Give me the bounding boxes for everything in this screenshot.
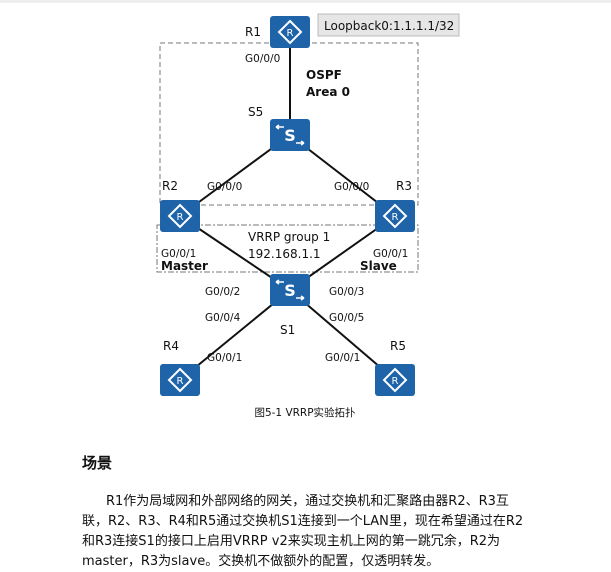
port-label: G0/0/0 (245, 53, 280, 65)
section-paragraph: R1作为局域网和外部网络的网关，通过交换机和汇聚路由器R2、R3互联，R2、R3… (82, 494, 524, 569)
vrrp-group-label: VRRP group 1 (248, 230, 330, 244)
port-label: G0/0/4 (205, 312, 241, 324)
switch-glyph: S (284, 126, 296, 145)
port-label: G0/0/2 (205, 286, 240, 298)
area-label: Area 0 (306, 85, 350, 99)
r3-label: R3 (396, 179, 412, 193)
r4-label: R4 (163, 339, 179, 353)
port-label: G0/0/1 (373, 248, 408, 260)
loopback-label: Loopback0:1.1.1.1/32 (324, 19, 454, 33)
switch-glyph: S (284, 281, 296, 300)
top-bar (0, 0, 611, 3)
router-glyph: R (177, 212, 184, 223)
figure-caption: 图5-1 VRRP实验拓扑 (254, 406, 356, 419)
port-label: G0/0/0 (207, 181, 242, 193)
port-label: G0/0/0 (334, 181, 369, 193)
vrrp-ip-label: 192.168.1.1 (248, 247, 321, 261)
port-label: G0/0/1 (161, 248, 196, 260)
r1-label: R1 (245, 25, 261, 39)
router-glyph: R (287, 28, 294, 39)
router-glyph: R (392, 212, 399, 223)
port-label: G0/0/5 (329, 312, 364, 324)
vrrp-topology-diagram: R R R R R S S Loopback0:1.1.1.1/32 R1 S5… (156, 13, 460, 419)
port-label: G0/0/1 (325, 352, 360, 364)
s1-label: S1 (280, 323, 295, 337)
loopback-box (317, 13, 460, 37)
router-glyph: R (177, 376, 184, 387)
port-label: G0/0/1 (207, 352, 242, 364)
section-heading: 场景 (82, 454, 113, 472)
r5-label: R5 (390, 339, 406, 353)
r2-label: R2 (162, 179, 178, 193)
ospf-label: OSPF (306, 68, 342, 82)
master-label: Master (161, 259, 208, 273)
slave-label: Slave (360, 259, 397, 273)
router-glyph: R (392, 376, 399, 387)
s5-label: S5 (248, 105, 263, 119)
port-label: G0/0/3 (329, 286, 364, 298)
vrrp-group-boundary (156, 224, 419, 273)
